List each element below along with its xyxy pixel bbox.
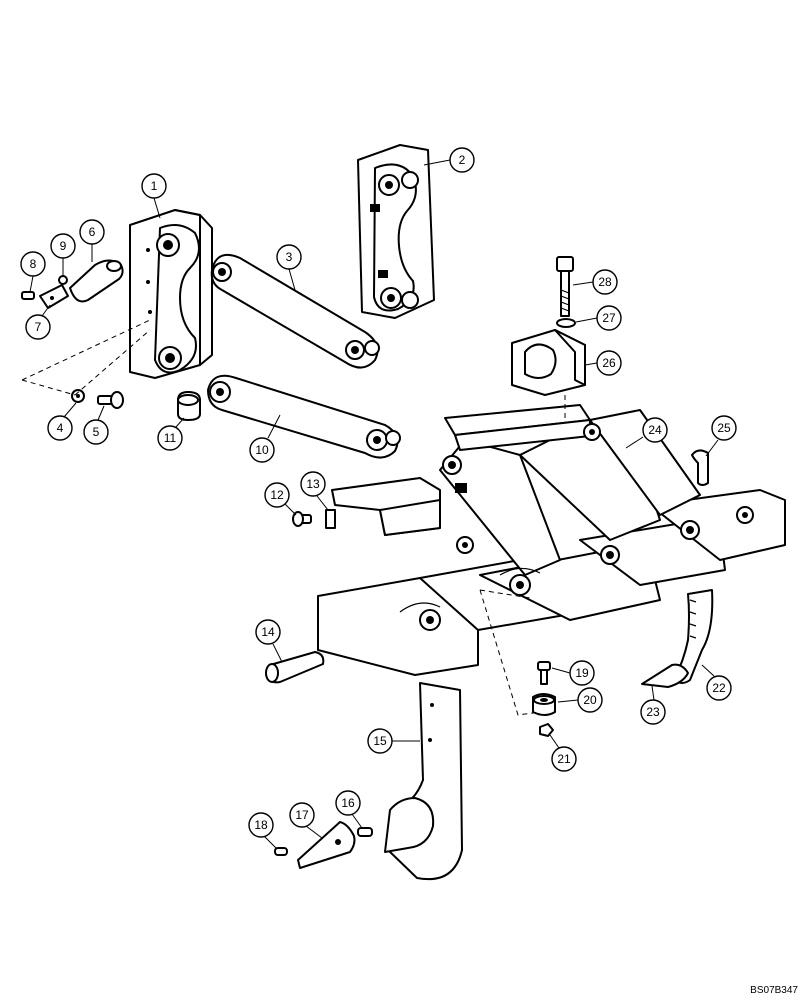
part-2-mounting-plate xyxy=(357,144,435,319)
callout-12-label: 12 xyxy=(270,488,284,502)
callout-10-label: 10 xyxy=(255,443,269,457)
part-17-tooth-tip xyxy=(297,821,356,869)
callout-17-label: 17 xyxy=(295,808,309,822)
callout-14: 14 xyxy=(255,619,283,663)
part-21-nut xyxy=(539,723,554,737)
callout-9: 9 xyxy=(50,233,76,276)
part-15-shank xyxy=(384,682,463,881)
callout-11: 11 xyxy=(157,417,185,451)
callout-5: 5 xyxy=(83,405,109,445)
callout-24: 24 xyxy=(625,417,668,449)
callout-16: 16 xyxy=(335,790,363,829)
callout-28-label: 28 xyxy=(598,275,612,289)
callout-19: 19 xyxy=(551,660,595,686)
callout-3: 3 xyxy=(276,244,302,291)
callout-15: 15 xyxy=(367,728,420,754)
part-9-nut xyxy=(58,275,68,285)
callout-21-label: 21 xyxy=(557,752,571,766)
part-25-clip-pin xyxy=(691,449,709,486)
callout-7: 7 xyxy=(25,304,51,340)
callout-28: 28 xyxy=(572,269,618,295)
callout-20: 20 xyxy=(557,687,603,713)
part-3-upper-link xyxy=(210,254,380,369)
callout-25-label: 25 xyxy=(717,421,731,435)
callout-13: 13 xyxy=(300,471,329,511)
callout-11-label: 11 xyxy=(164,431,177,445)
callout-21: 21 xyxy=(549,734,577,772)
part-14-pin xyxy=(265,651,325,684)
part-13-bracket xyxy=(325,477,441,536)
part-10-lower-link xyxy=(207,374,401,459)
callout-1: 1 xyxy=(141,173,167,219)
callout-4: 4 xyxy=(47,402,77,441)
callout-9-label: 9 xyxy=(60,239,67,253)
drawing-code: BS07B347 xyxy=(750,985,798,996)
callout-7-label: 7 xyxy=(35,320,42,334)
part-7-lock-plate xyxy=(39,284,69,309)
callout-5-label: 5 xyxy=(93,425,100,439)
part-12-bolt xyxy=(292,511,312,527)
part-27-washer xyxy=(556,318,576,328)
part-16-pin xyxy=(357,827,373,837)
callout-10: 10 xyxy=(249,414,281,463)
callout-6-label: 6 xyxy=(89,225,96,239)
callout-19-label: 19 xyxy=(575,666,589,680)
part-28-bolt xyxy=(556,256,574,317)
callout-14-label: 14 xyxy=(261,625,275,639)
part-20-bushing xyxy=(532,693,556,716)
callout-15-label: 15 xyxy=(373,734,387,748)
callout-25: 25 xyxy=(705,415,737,457)
callout-16-label: 16 xyxy=(341,796,355,810)
callout-23: 23 xyxy=(640,685,666,725)
part-8-bolt xyxy=(21,291,35,300)
callout-22-label: 22 xyxy=(712,681,726,695)
part-19-bolt xyxy=(537,661,551,685)
callout-27-label: 27 xyxy=(602,311,616,325)
callout-17: 17 xyxy=(289,802,323,839)
part-23-wear-tip xyxy=(641,663,689,688)
callout-13-label: 13 xyxy=(306,477,320,491)
callout-8-label: 8 xyxy=(30,257,37,271)
callout-6: 6 xyxy=(79,219,105,262)
part-5-bolt xyxy=(97,391,124,409)
callout-3-label: 3 xyxy=(286,250,293,264)
callout-20-label: 20 xyxy=(583,693,597,707)
callout-18: 18 xyxy=(248,812,277,849)
part-6-pin-with-tab xyxy=(69,259,124,303)
callout-26-label: 26 xyxy=(602,356,616,370)
callout-27: 27 xyxy=(575,305,622,331)
callout-12: 12 xyxy=(264,482,297,516)
callout-18-label: 18 xyxy=(254,818,268,832)
callout-24-label: 24 xyxy=(648,423,662,437)
callout-22: 22 xyxy=(701,664,732,701)
callout-8: 8 xyxy=(20,251,46,293)
callout-26: 26 xyxy=(584,350,622,376)
callout-1-label: 1 xyxy=(151,179,158,193)
part-1-mounting-plate xyxy=(129,209,213,379)
callout-4-label: 4 xyxy=(57,421,64,435)
part-11-bushing xyxy=(177,391,201,421)
part-24-main-frame xyxy=(317,404,786,676)
part-4-washer xyxy=(71,389,85,403)
callout-23-label: 23 xyxy=(646,705,660,719)
callout-2-label: 2 xyxy=(459,153,466,167)
callout-2: 2 xyxy=(423,147,475,173)
part-18-roll-pin xyxy=(274,847,288,856)
part-26-clamp-block xyxy=(511,329,586,396)
